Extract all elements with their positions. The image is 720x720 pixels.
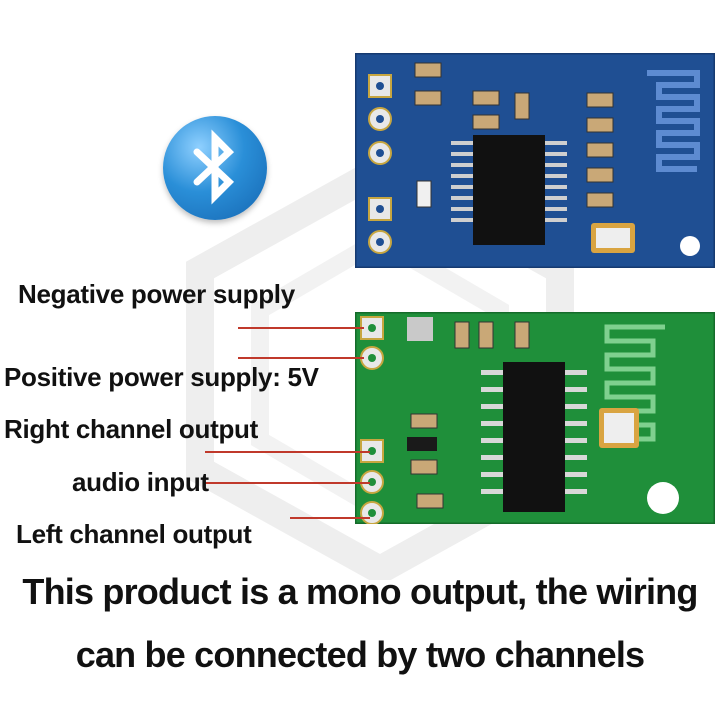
blue-pcb-board [355, 53, 715, 268]
bluetooth-badge [163, 116, 267, 220]
leader-positive [238, 357, 364, 359]
label-positive-power-supply: Positive power supply: 5V [4, 362, 319, 392]
caption-line-2: can be connected by two channels [75, 634, 645, 675]
leader-left [290, 517, 370, 519]
leader-audio [205, 482, 370, 484]
label-left-channel-output: Left channel output [16, 519, 252, 549]
bluetooth-icon [193, 129, 235, 205]
leader-right [205, 451, 370, 453]
label-negative-power-supply: Negative power supply [18, 279, 295, 309]
label-right-channel-output: Right channel output [4, 414, 258, 444]
leader-negative [238, 327, 364, 329]
caption-line-1: This product is a mono output, the wirin… [22, 571, 698, 612]
label-audio-input: audio input [72, 467, 209, 497]
green-pcb-board [355, 312, 715, 524]
